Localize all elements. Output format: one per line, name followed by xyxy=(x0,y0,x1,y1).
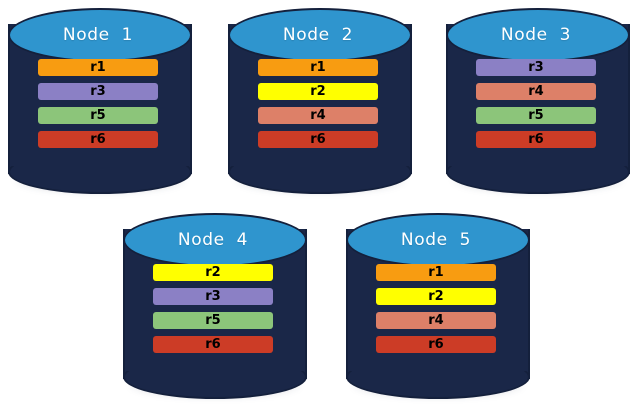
replica-bar[interactable]: r4 xyxy=(258,107,378,124)
replica-bar[interactable]: r5 xyxy=(38,107,158,124)
node-cylinder-2[interactable]: Node 2 r1 r2 r4 r6 xyxy=(226,8,414,194)
replica-bar[interactable]: r4 xyxy=(476,83,596,100)
replica-list: r2 r3 r5 r6 xyxy=(153,264,273,353)
node-title: Node 2 xyxy=(282,25,354,45)
replica-bar[interactable]: r1 xyxy=(258,59,378,76)
node-title: Node 3 xyxy=(500,25,572,45)
node-cylinder-5[interactable]: Node 5 r1 r2 r4 r6 xyxy=(344,213,532,399)
replica-bar[interactable]: r6 xyxy=(38,131,158,148)
replica-list: r1 r3 r5 r6 xyxy=(38,59,158,148)
replica-bar[interactable]: r2 xyxy=(376,288,496,305)
replica-bar[interactable]: r5 xyxy=(153,312,273,329)
replica-bar[interactable]: r6 xyxy=(376,336,496,353)
node-title: Node 5 xyxy=(400,230,472,250)
replica-bar[interactable]: r3 xyxy=(38,83,158,100)
replica-bar[interactable]: r3 xyxy=(153,288,273,305)
replica-bar[interactable]: r3 xyxy=(476,59,596,76)
node-title: Node 1 xyxy=(62,25,134,45)
replica-list: r1 r2 r4 r6 xyxy=(258,59,378,148)
node-cylinder-1[interactable]: Node 1 r1 r3 r5 r6 xyxy=(6,8,194,194)
replica-bar[interactable]: r5 xyxy=(476,107,596,124)
node-cylinder-4[interactable]: Node 4 r2 r3 r5 r6 xyxy=(121,213,309,399)
node-top-ellipse xyxy=(346,213,530,267)
node-cylinder-3[interactable]: Node 3 r3 r4 r5 r6 xyxy=(444,8,632,194)
replica-bar[interactable]: r1 xyxy=(38,59,158,76)
node-top-ellipse xyxy=(123,213,307,267)
replica-bar[interactable]: r6 xyxy=(153,336,273,353)
replica-list: r1 r2 r4 r6 xyxy=(376,264,496,353)
replica-bar[interactable]: r4 xyxy=(376,312,496,329)
replica-bar[interactable]: r6 xyxy=(476,131,596,148)
replica-list: r3 r4 r5 r6 xyxy=(476,59,596,148)
replica-bar[interactable]: r2 xyxy=(153,264,273,281)
node-top-ellipse xyxy=(8,8,192,62)
replica-bar[interactable]: r1 xyxy=(376,264,496,281)
replica-bar[interactable]: r6 xyxy=(258,131,378,148)
node-title: Node 4 xyxy=(177,230,249,250)
replica-bar[interactable]: r2 xyxy=(258,83,378,100)
